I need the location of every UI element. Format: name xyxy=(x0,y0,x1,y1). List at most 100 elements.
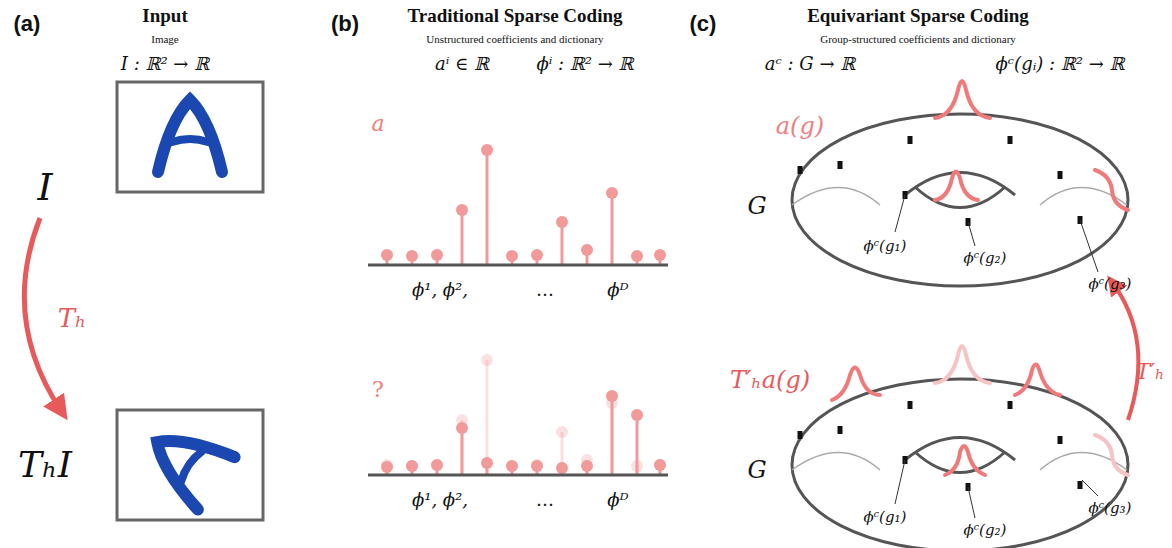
drawing-part xyxy=(139,416,235,510)
letter-a-shape-transformed xyxy=(139,416,235,510)
drawing-part xyxy=(1058,436,1063,444)
drawing-part xyxy=(406,460,418,472)
drawing-part xyxy=(1058,171,1063,179)
drawing-part xyxy=(531,459,543,471)
drawing-part xyxy=(895,460,905,504)
drawing-part xyxy=(798,431,803,439)
image-frame xyxy=(117,82,263,192)
drawing-part xyxy=(654,459,666,471)
baseline xyxy=(368,264,668,267)
dictionary-label: ϕ¹, ϕ², xyxy=(412,280,468,300)
math-label: aⁱ ∈ ℝ xyxy=(435,54,489,74)
drawing-part xyxy=(654,459,666,471)
drawing-part xyxy=(606,187,618,199)
drawing-part xyxy=(631,409,643,421)
drawing-part xyxy=(935,172,978,201)
dictionary-element-label: ϕᶜ(g₂) xyxy=(964,250,1007,267)
drawing-part xyxy=(1082,480,1098,496)
drawing-part xyxy=(556,216,568,228)
drawing-part xyxy=(792,114,1128,286)
group-action-arrow xyxy=(1112,282,1138,420)
drawing-part xyxy=(581,460,593,472)
dictionary-label: … xyxy=(536,490,554,510)
group-label: G xyxy=(747,193,766,219)
image-frame xyxy=(117,410,263,520)
dictionary-element-label: ϕᶜ(g₁) xyxy=(864,509,907,526)
image-symbol: TₕI xyxy=(18,445,72,485)
drawing-part xyxy=(968,487,975,518)
letter-a-shape xyxy=(158,100,222,172)
drawing-part xyxy=(172,139,208,142)
drawing-part xyxy=(895,195,905,232)
drawing-part xyxy=(461,428,464,475)
math-label: ϕᶜ(gᵢ) : ℝ² → ℝ xyxy=(996,54,1125,74)
drawing-part xyxy=(431,249,443,261)
drawing-part xyxy=(561,222,564,265)
drawing-part xyxy=(556,462,568,474)
drawing-part xyxy=(581,244,593,256)
drawing-part xyxy=(456,204,468,216)
drawing-part xyxy=(968,222,975,246)
drawing-part xyxy=(832,368,880,401)
drawing-part xyxy=(631,250,643,262)
drawing-part xyxy=(481,457,493,469)
drawing-part xyxy=(481,354,493,366)
dictionary-element-label: ϕᶜ(g₃) xyxy=(1089,500,1132,517)
torus-bottom xyxy=(792,379,1128,548)
dictionary-label: ϕᴰ xyxy=(607,280,628,300)
drawing-part xyxy=(1015,364,1060,395)
drawing-part xyxy=(1095,170,1128,210)
coefficient-function-label: a(g) xyxy=(776,113,824,139)
dictionary-element-label: ϕᶜ(g₂) xyxy=(964,522,1007,539)
transform-label: Tₕ xyxy=(58,304,87,333)
drawing-part xyxy=(935,81,990,118)
panel-subtitle: Unstructured coefficients and dictionary xyxy=(426,33,603,45)
drawing-part xyxy=(431,459,443,471)
drawing-part xyxy=(636,415,639,475)
drawing-part xyxy=(486,150,489,265)
drawing-part xyxy=(798,166,803,174)
drawing-part xyxy=(654,249,666,261)
drawing-part xyxy=(611,193,614,265)
drawing-part xyxy=(506,460,518,472)
math-label: I : ℝ² → ℝ xyxy=(121,54,209,74)
drawing-part xyxy=(915,187,1005,208)
panel-letter: (c) xyxy=(690,12,717,36)
drawing-part xyxy=(1080,220,1098,272)
group-action-label: T′ₕ xyxy=(1135,360,1164,384)
drawing-part xyxy=(406,250,418,262)
drawing-part xyxy=(381,249,393,261)
activation-bumps-transformed xyxy=(832,346,1128,475)
dictionary-element-label: ϕᶜ(g₁) xyxy=(864,238,907,255)
drawing-part xyxy=(908,401,913,409)
drawing-part xyxy=(935,346,990,383)
math-label: ϕⁱ : ℝ² → ℝ xyxy=(536,54,633,74)
transformed-coefficient-label: T′ₕa(g) xyxy=(730,367,810,393)
coefficient-label: ? xyxy=(372,378,384,402)
drawing-part xyxy=(792,453,880,471)
panel-letter: (b) xyxy=(331,12,359,36)
drawing-part xyxy=(556,426,568,438)
drawing-part xyxy=(606,390,618,402)
drawing-part xyxy=(431,459,443,471)
panel-title: Traditional Sparse Coding xyxy=(407,6,622,27)
panel-subtitle: Image xyxy=(151,33,178,45)
drawing-part xyxy=(406,460,418,472)
activation-bumps xyxy=(935,81,1128,210)
math-label: aᶜ : G → ℝ xyxy=(765,54,855,74)
drawing-part xyxy=(179,450,202,481)
torus-top xyxy=(792,114,1128,286)
coefficient-stems xyxy=(381,144,666,475)
dictionary-label: ϕ¹, ϕ², xyxy=(412,490,468,510)
drawing-part xyxy=(1008,401,1013,409)
drawing-part xyxy=(1095,435,1128,475)
panel-title: Input xyxy=(142,6,187,27)
panel-letter: (a) xyxy=(14,12,41,36)
drawing-part xyxy=(381,461,393,473)
drawing-part xyxy=(531,460,543,472)
drawing-part xyxy=(1078,481,1083,489)
panel-title: Equivariant Sparse Coding xyxy=(807,6,1029,27)
drawing-part xyxy=(506,250,518,262)
drawing-part xyxy=(1008,136,1013,144)
transform-arrow xyxy=(24,218,62,412)
